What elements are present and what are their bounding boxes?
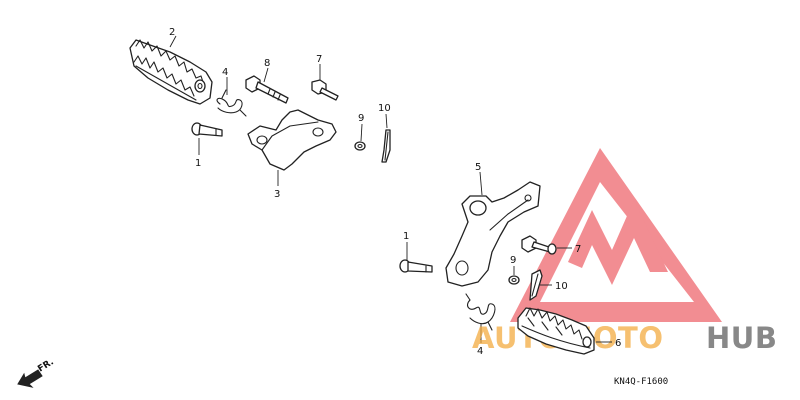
label-part-6: 6 (615, 338, 621, 349)
drawing-code: KN4Q-F1600 (614, 377, 668, 387)
cotter-pin-lower (529, 269, 543, 301)
label-part-8: 8 (264, 58, 270, 69)
pin-upper (191, 122, 223, 137)
label-part-1-lower: 1 (403, 231, 409, 242)
label-part-4-lower: 4 (477, 346, 483, 357)
pin-lower (399, 259, 433, 273)
label-part-9-lower: 9 (510, 255, 516, 266)
label-part-4: 4 (222, 67, 228, 78)
front-arrow-icon: FR. (17, 357, 56, 388)
label-part-1: 1 (195, 158, 201, 169)
label-part-2: 2 (169, 27, 175, 38)
label-part-7-lower: 7 (575, 244, 581, 255)
label-part-10-lower: 10 (555, 281, 568, 292)
watermark-triangle (510, 148, 722, 322)
watermark-text-hub: HUB (706, 321, 777, 355)
spring-upper (216, 89, 247, 117)
washer-lower (508, 275, 520, 285)
cotter-pin-upper (381, 129, 391, 163)
footpeg-lower (517, 307, 595, 355)
bolt7-upper (311, 79, 339, 101)
washer-upper (354, 141, 366, 151)
bolt-upper (245, 75, 289, 104)
label-part-7: 7 (316, 54, 322, 65)
bolt7-lower (521, 235, 557, 255)
label-part-5-lower: 5 (475, 162, 481, 173)
label-part-9: 9 (358, 113, 364, 124)
watermark-logo (510, 148, 722, 322)
footpeg-upper (129, 39, 213, 105)
front-arrow-label: FR. (36, 357, 55, 374)
label-part-3: 3 (274, 189, 280, 200)
spring-lower (465, 293, 496, 331)
watermark-zigzag (568, 200, 668, 285)
label-part-10: 10 (378, 103, 391, 114)
bracket-upper (247, 109, 337, 171)
bracket-lower (445, 181, 541, 287)
